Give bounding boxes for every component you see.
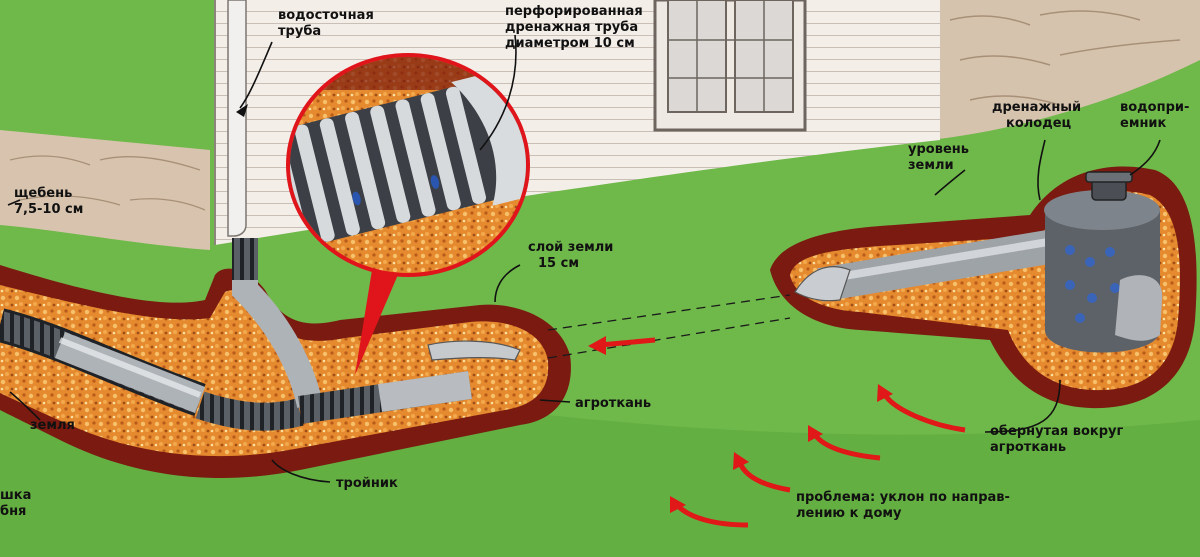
label-soil: земля xyxy=(30,418,75,433)
pipe-to-well-cloth xyxy=(794,266,851,302)
label-earth-layer: слой земли 15 см xyxy=(528,240,613,272)
label-cut-line2: бня xyxy=(0,504,27,519)
pipe-end-cloth xyxy=(427,340,521,361)
label-cut-left: шка бня xyxy=(0,488,31,520)
label-perforated-line2: дренажная труба xyxy=(505,20,639,35)
magnifier-callout-icon xyxy=(286,53,530,375)
label-wrapped: обернутая вокруг агроткань xyxy=(990,424,1123,456)
label-earth-line2: 15 см xyxy=(538,256,579,271)
smooth-pipe-right xyxy=(377,371,473,412)
corrugated-pipe-to-tee xyxy=(195,391,304,431)
smooth-pipe-left-highlight xyxy=(58,337,202,398)
label-downspout: водосточная труба xyxy=(278,8,374,40)
label-gravel-line1: щебень xyxy=(14,186,73,201)
drain-well xyxy=(1044,171,1163,353)
label-gravel-line2: 7,5-10 см xyxy=(14,202,84,217)
red-arrow-icon xyxy=(588,336,966,528)
label-basin-line2: емник xyxy=(1120,116,1167,131)
label-ground-line1: уровень xyxy=(908,142,969,157)
leader-lines xyxy=(7,34,1161,483)
pipe-to-well xyxy=(817,228,1063,302)
label-ground-line2: земли xyxy=(908,158,954,173)
label-problem-line2: лению к дому xyxy=(796,506,902,521)
label-perforated-line3: диаметром 10 см xyxy=(505,36,635,51)
label-cut-line1: шка xyxy=(0,488,32,503)
slope-guide-lines xyxy=(547,294,791,359)
label-gravel: щебень 7,5-10 см xyxy=(14,186,83,218)
label-problem-line1: проблема: уклон по направ- xyxy=(796,490,1010,505)
trench-left-gravel xyxy=(0,285,549,457)
stone-foundation-joints xyxy=(9,155,206,211)
downspout xyxy=(227,0,247,237)
label-drain-well: дренажный колодец xyxy=(992,100,1081,132)
smooth-pipe-left xyxy=(54,332,206,413)
stone-foundation-left xyxy=(0,130,210,250)
label-wrapped-line2: агроткань xyxy=(990,440,1067,455)
label-perforated-line1: перфорированная xyxy=(505,4,643,19)
label-well-line2: колодец xyxy=(1006,116,1072,131)
pipe-to-well-highlight xyxy=(819,236,1061,284)
label-basin-line1: водопри- xyxy=(1120,100,1190,115)
label-downspout-line2: труба xyxy=(278,24,322,39)
label-wrapped-line1: обернутая вокруг xyxy=(990,424,1124,439)
stone-wall xyxy=(930,0,1200,140)
label-well-line1: дренажный xyxy=(992,100,1082,115)
arrowhead-downspout xyxy=(236,104,248,117)
label-earth-line1: слой земли xyxy=(528,240,614,255)
label-catch-basin: водопри- емник xyxy=(1120,100,1189,132)
tee-riser xyxy=(232,245,323,409)
label-downspout-line1: водосточная xyxy=(278,8,374,23)
stone-wall-joints xyxy=(949,10,1181,106)
house-window xyxy=(653,0,807,132)
label-perforated-pipe: перфорированная дренажная труба диаметро… xyxy=(505,4,643,52)
label-ground-level: уровень земли xyxy=(908,142,969,174)
label-problem: проблема: уклон по направ- лению к дому xyxy=(796,490,1010,522)
label-tee: тройник xyxy=(336,476,398,491)
label-geotextile: агроткань xyxy=(575,396,652,411)
